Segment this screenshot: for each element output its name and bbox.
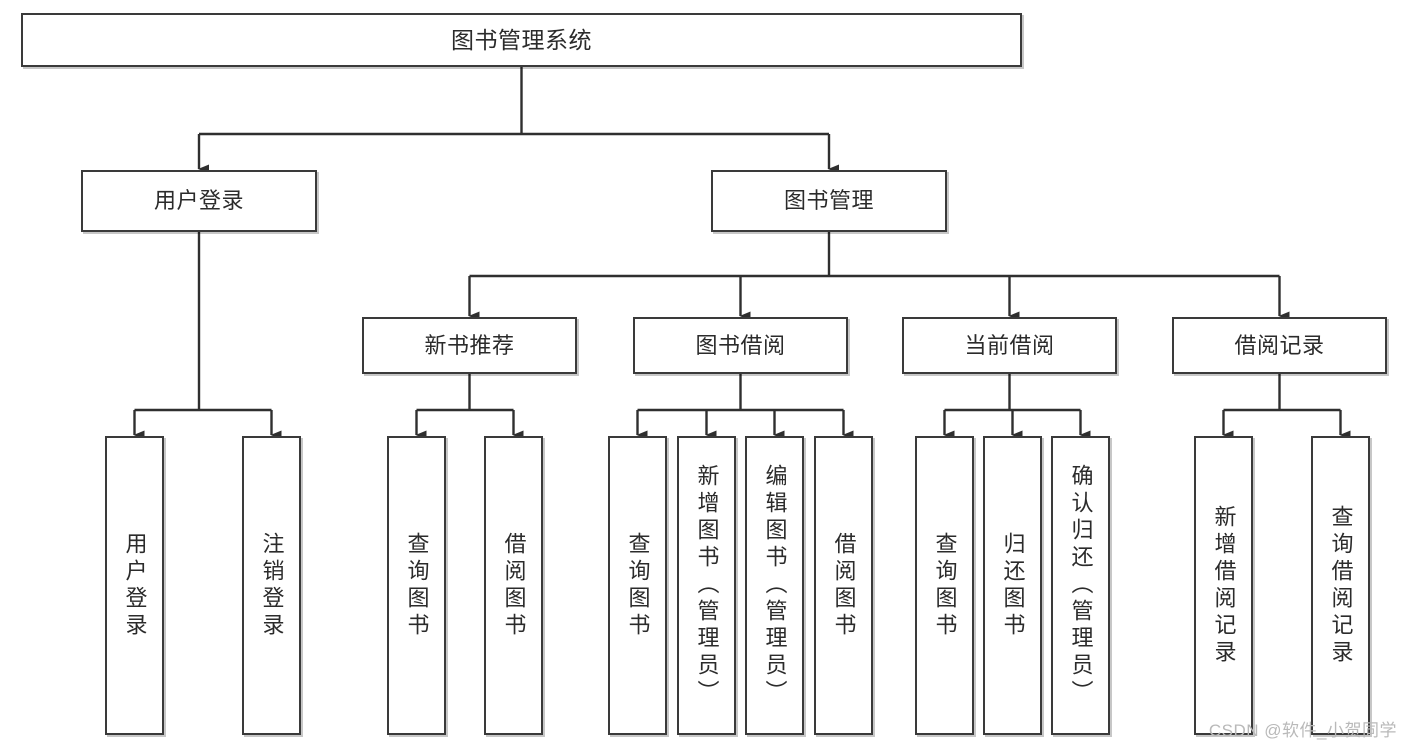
node-f1[interactable]: 用户登录 <box>105 436 164 735</box>
node-l2c[interactable]: 当前借阅 <box>902 317 1117 374</box>
node-label: 新书推荐 <box>424 332 515 358</box>
node-label: 新增图书（管理员） <box>694 464 720 707</box>
node-label: 借阅图书 <box>501 531 527 640</box>
node-l2b[interactable]: 图书借阅 <box>633 317 848 374</box>
node-f8[interactable]: 借阅图书 <box>814 436 873 735</box>
node-f13[interactable]: 查询借阅记录 <box>1311 436 1370 735</box>
node-label: 当前借阅 <box>964 332 1055 358</box>
node-f6[interactable]: 新增图书（管理员） <box>677 436 736 735</box>
node-f12[interactable]: 新增借阅记录 <box>1194 436 1253 735</box>
node-label: 归还图书 <box>1000 531 1026 640</box>
edge-group <box>133 67 1351 440</box>
node-label: 图书管理 <box>783 188 874 214</box>
node-f3[interactable]: 查询图书 <box>387 436 446 735</box>
node-f9[interactable]: 查询图书 <box>915 436 974 735</box>
node-f5[interactable]: 查询图书 <box>608 436 667 735</box>
node-root[interactable]: 图书管理系统 <box>21 13 1022 67</box>
node-label: 用户登录 <box>122 531 148 640</box>
node-f4[interactable]: 借阅图书 <box>484 436 543 735</box>
node-label: 编辑图书（管理员） <box>762 464 788 707</box>
node-f7[interactable]: 编辑图书（管理员） <box>745 436 804 735</box>
node-label: 用户登录 <box>153 188 244 214</box>
node-f2[interactable]: 注销登录 <box>242 436 301 735</box>
node-l2d[interactable]: 借阅记录 <box>1172 317 1387 374</box>
node-f11[interactable]: 确认归还（管理员） <box>1051 436 1110 735</box>
node-label: 借阅图书 <box>831 531 857 640</box>
node-label: 注销登录 <box>259 531 285 640</box>
node-label: 图书借阅 <box>695 332 786 358</box>
node-label: 确认归还（管理员） <box>1068 464 1094 707</box>
node-f10[interactable]: 归还图书 <box>983 436 1042 735</box>
node-label: 查询图书 <box>404 531 430 640</box>
node-label: 借阅记录 <box>1234 332 1325 358</box>
node-label: 查询图书 <box>625 531 651 640</box>
node-label: 图书管理系统 <box>451 26 592 53</box>
node-l1a[interactable]: 用户登录 <box>81 170 317 232</box>
node-label: 查询借阅记录 <box>1328 504 1354 667</box>
node-label: 新增借阅记录 <box>1211 504 1237 667</box>
node-l2a[interactable]: 新书推荐 <box>362 317 577 374</box>
node-l1b[interactable]: 图书管理 <box>711 170 947 232</box>
node-label: 查询图书 <box>932 531 958 640</box>
